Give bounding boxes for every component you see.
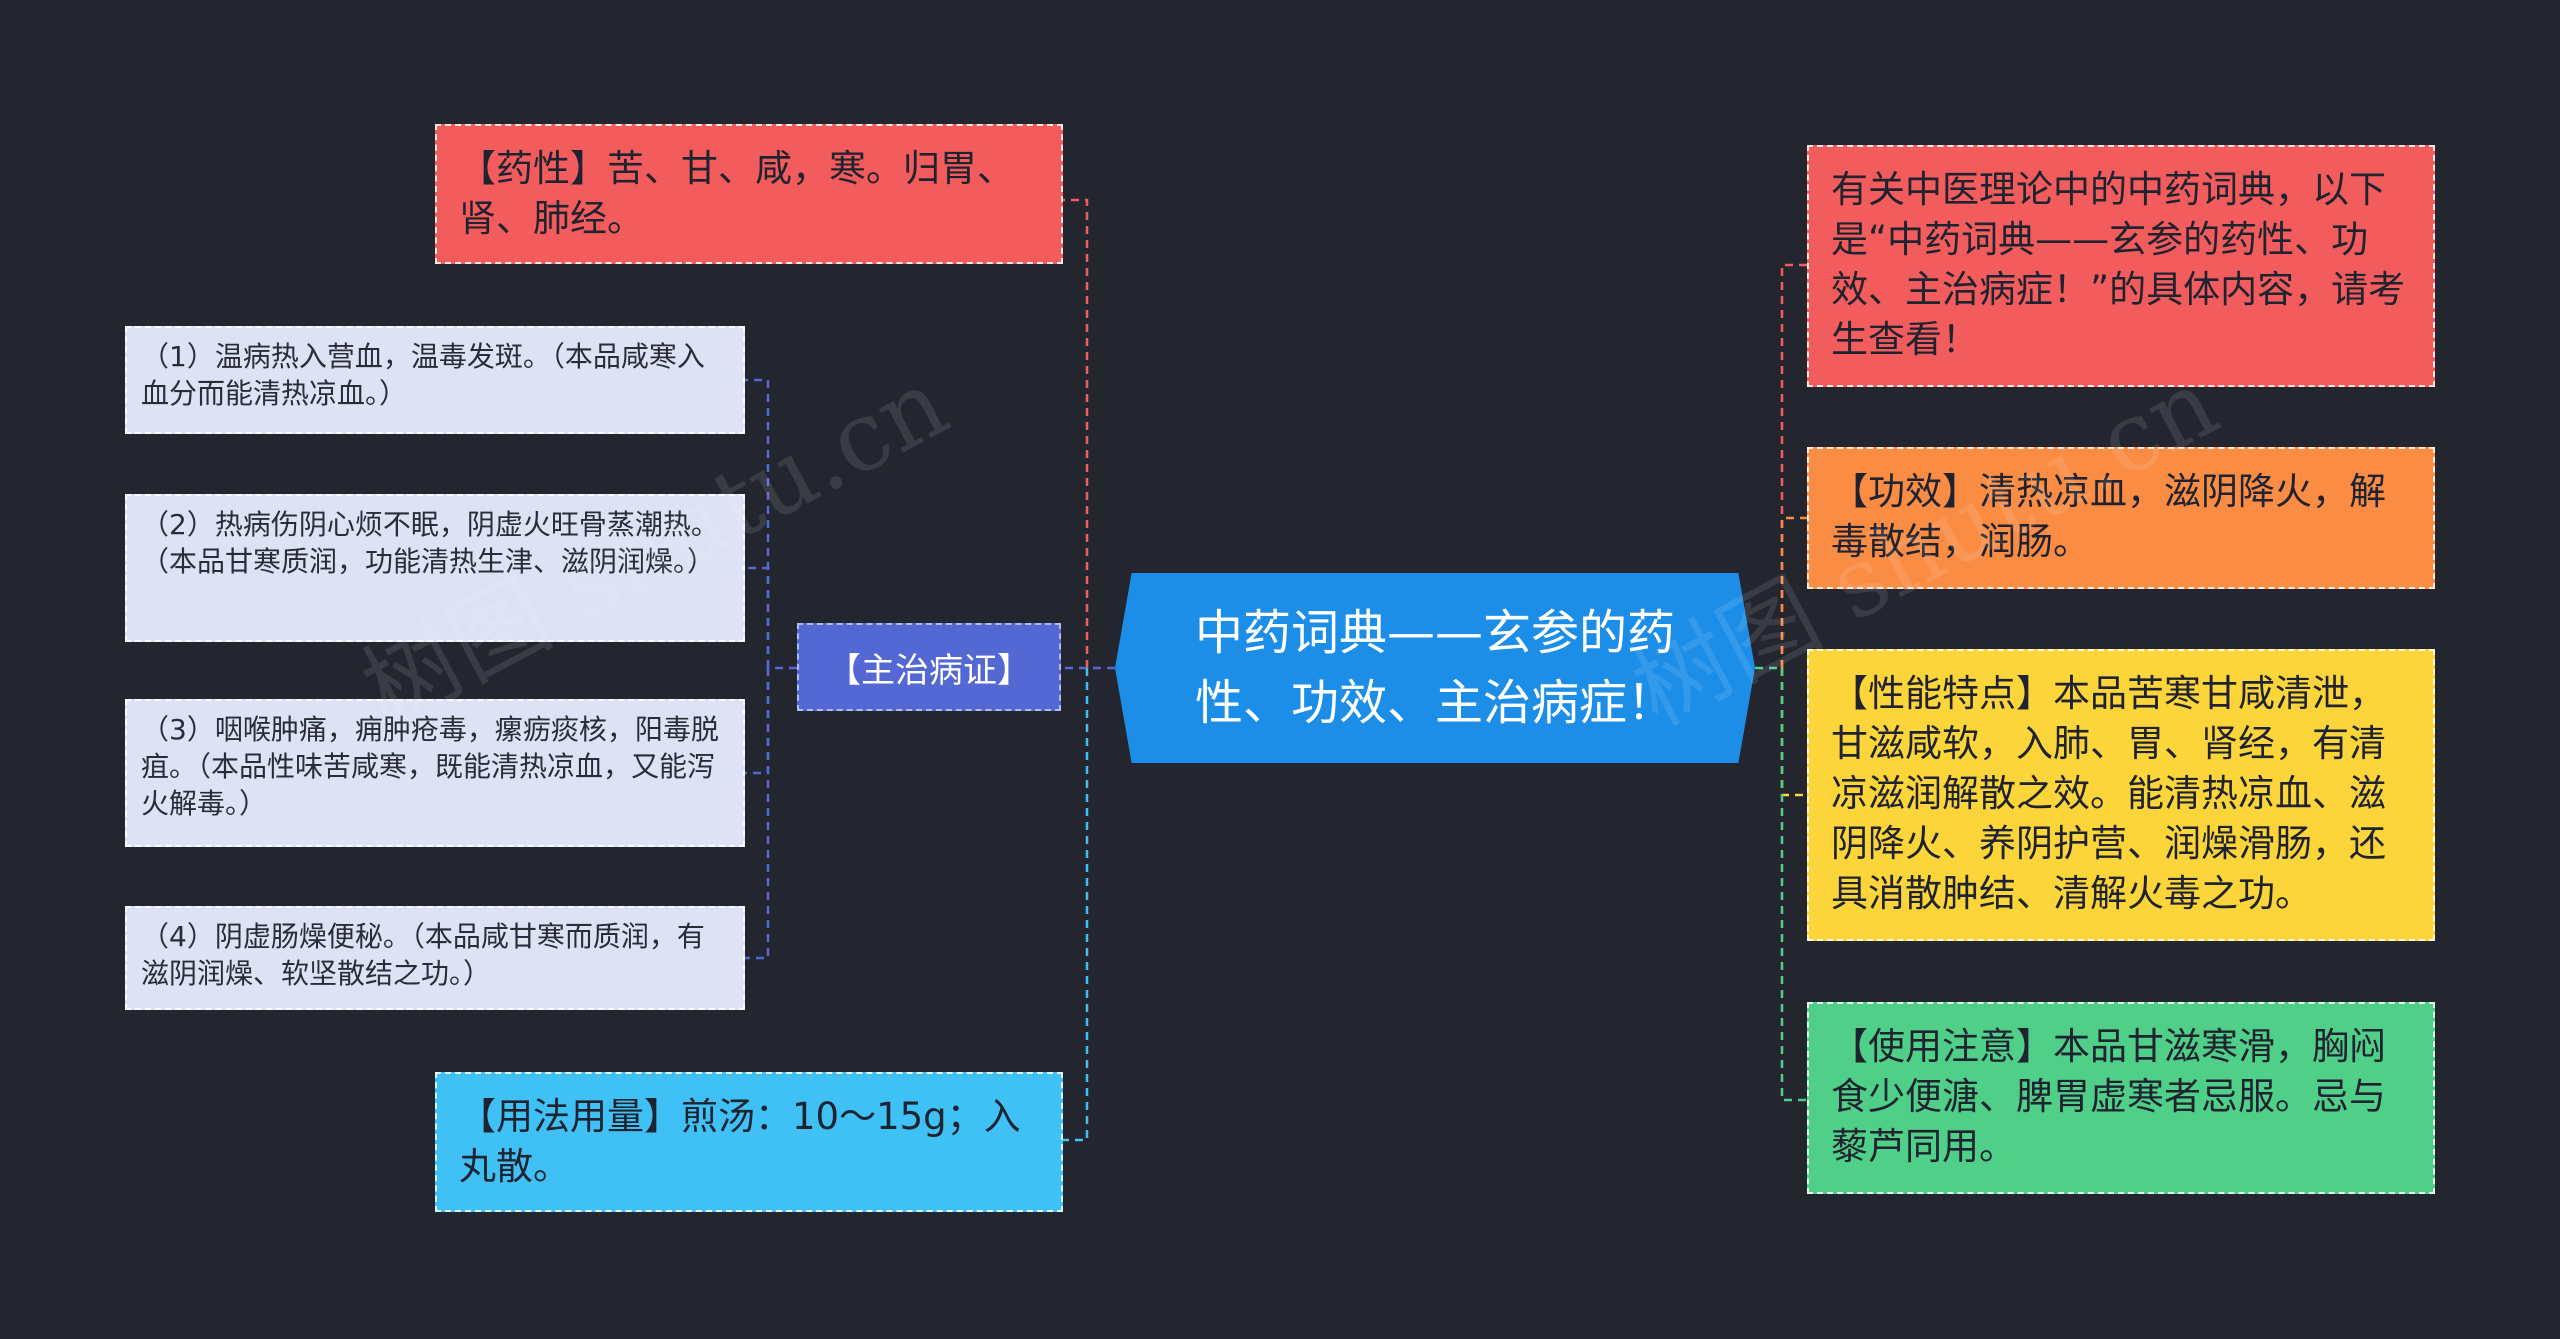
list-item-text: （4）阴虚肠燥便秘。（本品咸甘寒而质润，有滋阴润燥、软坚散结之功。） xyxy=(141,920,705,990)
node-xingneng[interactable]: 【性能特点】本品苦寒甘咸清泄，甘滋咸软，入肺、胃、肾经，有清凉滋润解散之效。能清… xyxy=(1807,649,2435,941)
node-intro-text: 有关中医理论中的中药词典，以下是“中药词典——玄参的药性、功效、主治病症！”的具… xyxy=(1831,168,2406,361)
node-gongxiao-text: 【功效】清热凉血，滋阴降火，解毒散结，润肠。 xyxy=(1831,470,2386,563)
link-yaoxing xyxy=(1063,198,1089,668)
link-zhuyi xyxy=(1780,668,1807,1102)
node-zhuyi[interactable]: 【使用注意】本品甘滋寒滑，胸闷食少便溏、脾胃虚寒者忌服。忌与藜芦同用。 xyxy=(1807,1002,2435,1194)
list-item-zhuzhi-3[interactable]: （3）咽喉肿痛，痈肿疮毒，瘰疬痰核，阳毒脱疽。（本品性味苦咸寒，既能清热凉血，又… xyxy=(125,699,745,847)
node-yaoxing-text: 【药性】苦、甘、咸，寒。归胃、肾、肺经。 xyxy=(459,147,1014,240)
node-intro[interactable]: 有关中医理论中的中药词典，以下是“中药词典——玄参的药性、功效、主治病症！”的具… xyxy=(1807,145,2435,387)
list-item-text: （2）热病伤阴心烦不眠，阴虚火旺骨蒸潮热。（本品甘寒质润，功能清热生津、滋阴润燥… xyxy=(141,508,719,578)
list-item-text: （1）温病热入营血，温毒发斑。（本品咸寒入血分而能清热凉血。） xyxy=(141,340,705,410)
list-item-zhuzhi-2[interactable]: （2）热病伤阴心烦不眠，阴虚火旺骨蒸潮热。（本品甘寒质润，功能清热生津、滋阴润燥… xyxy=(125,494,745,642)
node-zhuyi-text: 【使用注意】本品甘滋寒滑，胸闷食少便溏、脾胃虚寒者忌服。忌与藜芦同用。 xyxy=(1831,1025,2386,1168)
node-zhuzhi-label: 【主治病证】 xyxy=(827,650,1031,691)
node-yongfa[interactable]: 【用法用量】煎汤：10～15g；入丸散。 xyxy=(435,1072,1063,1212)
list-item-text: （3）咽喉肿痛，痈肿疮毒，瘰疬痰核，阳毒脱疽。（本品性味苦咸寒，既能清热凉血，又… xyxy=(141,713,719,820)
root-node[interactable]: 中药词典——玄参的药性、功效、主治病症！ xyxy=(1115,573,1755,763)
list-item-zhuzhi-1[interactable]: （1）温病热入营血，温毒发斑。（本品咸寒入血分而能清热凉血。） xyxy=(125,326,745,434)
list-item-zhuzhi-4[interactable]: （4）阴虚肠燥便秘。（本品咸甘寒而质润，有滋阴润燥、软坚散结之功。） xyxy=(125,906,745,1010)
node-yongfa-text: 【用法用量】煎汤：10～15g；入丸散。 xyxy=(459,1095,1021,1188)
link-item-2 xyxy=(745,566,770,668)
node-gongxiao[interactable]: 【功效】清热凉血，滋阴降火，解毒散结，润肠。 xyxy=(1807,447,2435,589)
link-yongfa xyxy=(1063,668,1089,1142)
node-xingneng-text: 【性能特点】本品苦寒甘咸清泄，甘滋咸软，入肺、胃、肾经，有清凉滋润解散之效。能清… xyxy=(1831,672,2386,915)
node-yaoxing[interactable]: 【药性】苦、甘、咸，寒。归胃、肾、肺经。 xyxy=(435,124,1063,264)
link-item-4 xyxy=(745,668,770,960)
link-item-3 xyxy=(745,668,770,775)
node-zhuzhi[interactable]: 【主治病证】 xyxy=(797,623,1061,711)
root-label: 中药词典——玄参的药性、功效、主治病症！ xyxy=(1194,605,1675,731)
